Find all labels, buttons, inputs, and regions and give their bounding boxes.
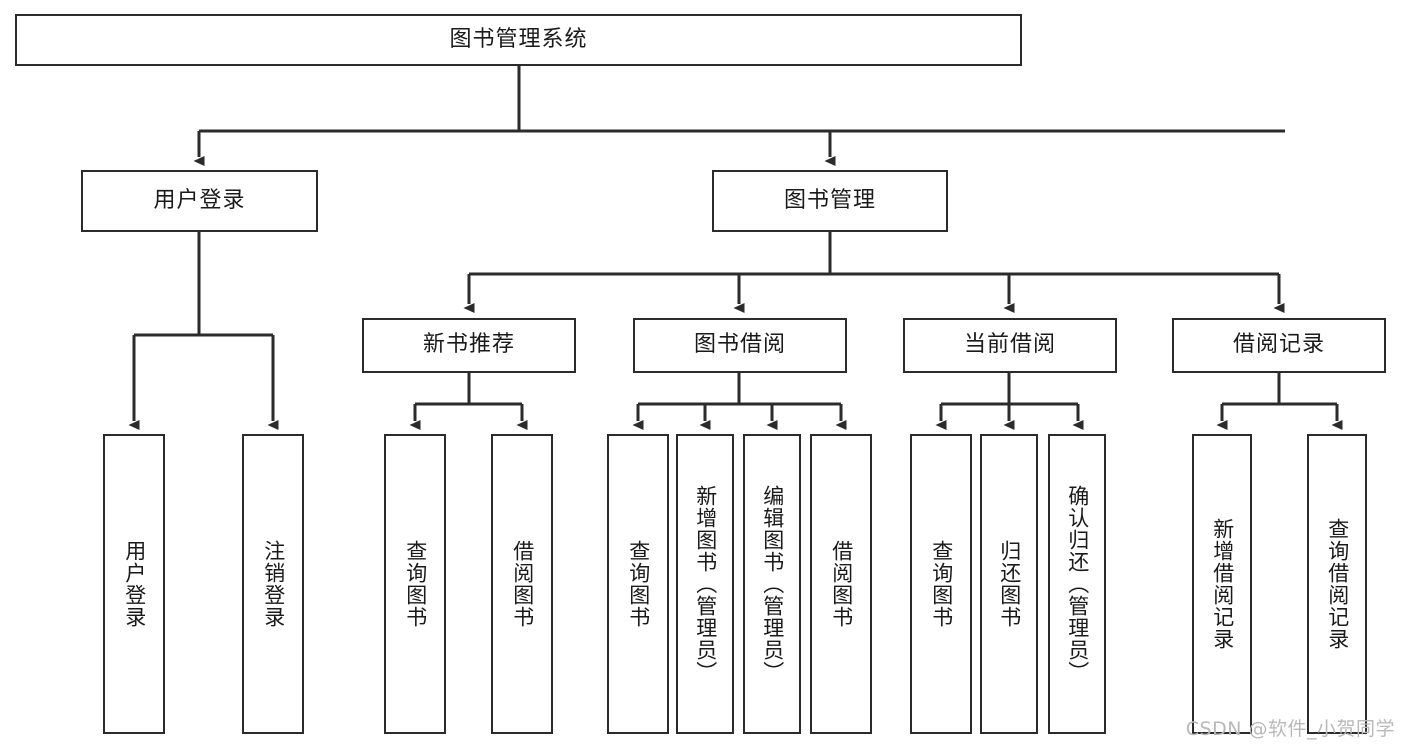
node-leaf-query-borrow-record[interactable]: 查询借阅记录 [1307,434,1367,734]
node-leaf-edit-book-admin[interactable]: 编辑图书（管理员） [743,434,801,734]
node-leaf-logout[interactable]: 注销登录 [242,434,304,734]
node-leaf-add-book-admin-label: 新增图书（管理员） [693,485,718,683]
node-leaf-borrow-book-1-label: 借阅图书 [510,540,535,628]
node-leaf-query-book-1-label: 查询图书 [403,540,428,628]
node-leaf-logout-label: 注销登录 [261,540,286,628]
node-leaf-return-book-label: 归还图书 [997,540,1022,628]
node-leaf-user-login-label: 用户登录 [122,540,147,628]
node-leaf-confirm-return-admin-label: 确认归还（管理员） [1065,485,1090,683]
node-leaf-user-login[interactable]: 用户登录 [103,434,165,734]
node-book-borrow-label: 图书借阅 [693,332,786,358]
node-leaf-query-book-2-label: 查询图书 [626,540,651,628]
node-leaf-query-book-2[interactable]: 查询图书 [607,434,669,734]
node-new-book-recommend-label: 新书推荐 [422,332,515,358]
node-leaf-borrow-book-2-label: 借阅图书 [829,540,854,628]
node-leaf-edit-book-admin-label: 编辑图书（管理员） [760,485,785,683]
node-leaf-query-book-3-label: 查询图书 [929,540,954,628]
node-leaf-add-borrow-record[interactable]: 新增借阅记录 [1192,434,1252,734]
node-root-label: 图书管理系统 [449,26,588,52]
node-leaf-query-book-3[interactable]: 查询图书 [910,434,972,734]
node-user-login[interactable]: 用户登录 [81,170,318,232]
node-book-borrow[interactable]: 图书借阅 [633,318,847,373]
node-leaf-borrow-book-1[interactable]: 借阅图书 [491,434,553,734]
node-current-borrow[interactable]: 当前借阅 [903,318,1117,373]
node-borrow-records-label: 借阅记录 [1232,332,1325,358]
node-leaf-add-borrow-record-label: 新增借阅记录 [1210,518,1235,650]
node-leaf-query-borrow-record-label: 查询借阅记录 [1325,518,1350,650]
node-leaf-add-book-admin[interactable]: 新增图书（管理员） [676,434,734,734]
node-leaf-confirm-return-admin[interactable]: 确认归还（管理员） [1048,434,1106,734]
node-root[interactable]: 图书管理系统 [15,14,1022,66]
node-leaf-query-book-1[interactable]: 查询图书 [384,434,446,734]
node-book-management-label: 图书管理 [783,187,876,213]
node-leaf-borrow-book-2[interactable]: 借阅图书 [810,434,872,734]
node-leaf-return-book[interactable]: 归还图书 [980,434,1038,734]
node-current-borrow-label: 当前借阅 [963,332,1056,358]
node-new-book-recommend[interactable]: 新书推荐 [362,318,576,373]
node-user-login-label: 用户登录 [153,187,246,213]
node-book-management[interactable]: 图书管理 [712,170,948,232]
node-borrow-records[interactable]: 借阅记录 [1172,318,1386,373]
